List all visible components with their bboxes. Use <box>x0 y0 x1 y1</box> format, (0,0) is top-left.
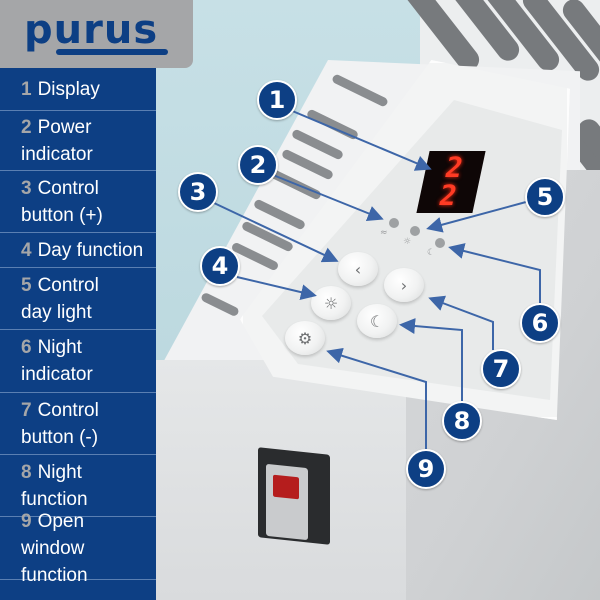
legend-label: Day function <box>37 239 144 261</box>
callout-badge-2: 2 <box>238 145 278 185</box>
callout-badge-4: 4 <box>200 246 240 286</box>
moon-icon: ☾ <box>427 248 436 258</box>
legend-number: 4 <box>21 239 32 261</box>
callout-badge-1: 1 <box>257 80 297 120</box>
legend-label-line2: day light <box>21 301 92 323</box>
chevron-icon: › <box>400 275 408 295</box>
legend-number: 1 <box>21 78 32 100</box>
legend-number: 9 <box>21 510 32 532</box>
legend-label: Control <box>37 399 99 421</box>
legend-label-line2: window function <box>21 537 88 586</box>
legend-number: 6 <box>21 337 32 358</box>
legend-label: Display <box>37 78 100 100</box>
legend-label: Control <box>37 274 99 296</box>
legend-label: Power <box>37 116 92 138</box>
legend-number: 2 <box>21 116 32 138</box>
legend-number: 3 <box>21 177 32 199</box>
legend-label: Control <box>37 177 99 199</box>
power-indicator-icon: ≈ <box>380 228 388 238</box>
brand-logo: purus <box>24 7 159 53</box>
sun-icon: ☼ <box>403 237 412 247</box>
legend-number: 8 <box>21 461 32 483</box>
night-indicator-led <box>435 238 445 248</box>
chevron-icon: ‹ <box>354 259 362 279</box>
control-minus-button[interactable]: › <box>384 268 424 302</box>
control-plus-button[interactable]: ‹ <box>338 252 378 286</box>
power-indicator-led <box>389 218 399 228</box>
gear-icon: ⚙ <box>297 328 313 348</box>
day-light-indicator-led <box>410 226 420 236</box>
legend-label-line2: indicator <box>21 364 93 385</box>
legend-number: 7 <box>21 399 32 421</box>
callout-badge-7: 7 <box>481 349 521 389</box>
legend-label: Night <box>37 337 82 358</box>
moon-icon: ☾ <box>369 311 385 331</box>
brand-header: purus <box>0 0 193 68</box>
legend-label-line2: button (+) <box>21 204 103 226</box>
legend-label: Open <box>37 510 85 532</box>
callout-badge-5: 5 <box>525 177 565 217</box>
legend-label-line2: function <box>21 488 88 510</box>
callout-badge-8: 8 <box>442 401 482 441</box>
callout-badge-6: 6 <box>520 303 560 343</box>
legend-label-line2: button (-) <box>21 426 99 448</box>
callout-badge-3: 3 <box>178 172 218 212</box>
night-function-button[interactable]: ☾ <box>357 304 397 338</box>
sun-icon: ☼ <box>323 293 339 313</box>
legend-label-line2: indicator <box>21 143 93 165</box>
legend-number: 5 <box>21 274 32 296</box>
open-window-function-button[interactable]: ⚙ <box>285 321 325 355</box>
day-function-button[interactable]: ☼ <box>311 286 351 320</box>
legend-label: Night <box>37 461 82 483</box>
callout-badge-9: 9 <box>406 449 446 489</box>
brand-logo-underline <box>56 49 168 55</box>
